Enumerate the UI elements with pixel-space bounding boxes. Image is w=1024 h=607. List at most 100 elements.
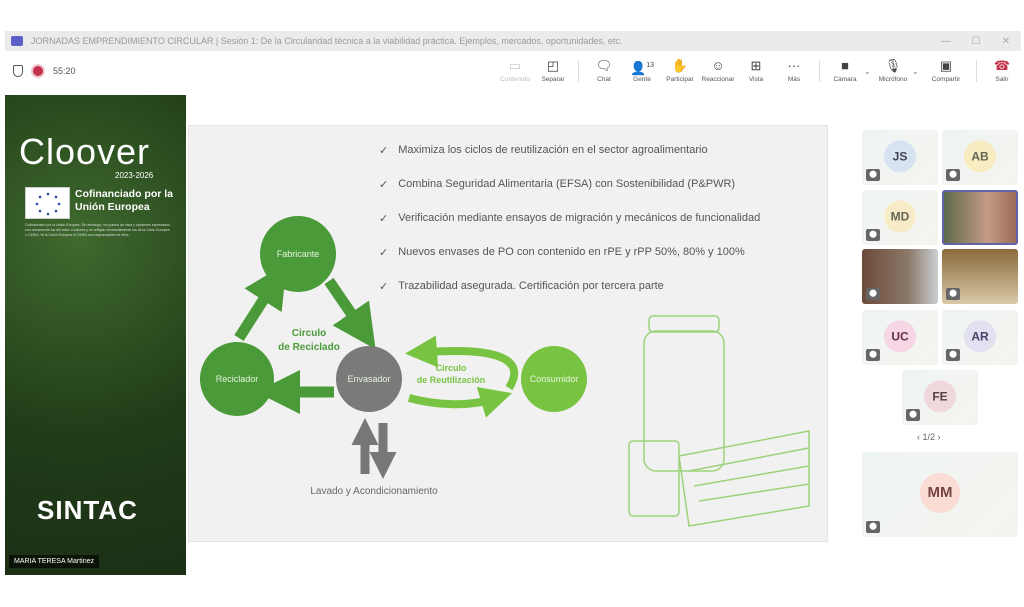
bullet-item: ✓Combina Seguridad Alimentaria (EFSA) co… xyxy=(379,178,760,212)
mic-muted-icon: ⬤ xyxy=(866,169,880,181)
mic-options-chevron-icon[interactable]: ⌄ xyxy=(912,66,919,76)
node-fabricante xyxy=(260,216,336,292)
divider xyxy=(976,60,977,82)
recording-icon xyxy=(33,66,43,76)
participant-tile[interactable]: MD⬤ xyxy=(862,190,938,245)
label-envasador: Envasador xyxy=(347,374,390,384)
checkmark-icon: ✓ xyxy=(379,281,389,293)
maximize-button[interactable]: ☐ xyxy=(971,35,981,47)
mic-muted-icon: ⬤ xyxy=(946,169,960,181)
presenter-name: MARIA TERESA Martinez xyxy=(9,555,100,568)
mic-muted-icon: ⬤ xyxy=(946,349,960,361)
participant-tile[interactable]: UC⬤ xyxy=(862,310,938,365)
circularity-diagram: Fabricante Reciclador Envasador Consumid… xyxy=(200,216,810,527)
more-icon: ··· xyxy=(787,58,801,73)
cloover-logo: Cloover xyxy=(19,131,151,172)
reusable-containers-illustration xyxy=(628,315,810,527)
recycle-loop-label-2: de Reciclado xyxy=(278,342,340,353)
checkmark-icon: ✓ xyxy=(379,213,389,225)
pop-out-icon: ◰ xyxy=(546,58,560,73)
window-title: JORNADAS EMPRENDIMIENTO CIRCULAR | Sesió… xyxy=(31,36,623,46)
gallery-pager: ‹ 1/2 › xyxy=(917,432,941,442)
raise-hand-button[interactable]: ✋Participar xyxy=(666,58,694,84)
slide-brand-panel: Cloover 2023-2026 Cofinanciado por la Un… xyxy=(5,95,186,575)
node-envasador xyxy=(336,346,402,412)
eu-cofunding-text: Cofinanciado por la Unión Europea xyxy=(75,188,174,213)
share-icon: ▣ xyxy=(939,58,953,73)
hang-up-icon: ☎ xyxy=(993,58,1011,73)
mic-muted-icon: ⬤ xyxy=(946,288,960,300)
self-view-tile[interactable]: MM⬤ xyxy=(862,452,1018,537)
mic-muted-icon: ⬤ xyxy=(866,521,880,533)
meeting-timer: 55:20 xyxy=(53,66,76,76)
divider xyxy=(819,60,820,82)
people-count: 13 xyxy=(646,62,654,69)
sintac-logo: SINTAC xyxy=(37,495,138,525)
chat-icon: 🗨 xyxy=(595,58,613,73)
pop-out-button[interactable]: ◰Separar xyxy=(541,58,565,84)
arrow-reuse-back xyxy=(405,335,519,391)
prev-page-icon[interactable]: ‹ xyxy=(917,432,923,442)
participant-video[interactable]: ⬤ xyxy=(942,249,1018,304)
grid-icon: ⊞ xyxy=(750,58,762,73)
checkmark-icon: ✓ xyxy=(379,145,389,157)
label-consumidor: Consumidor xyxy=(530,374,579,384)
slide-content: Fabricante Reciclador Envasador Consumid… xyxy=(188,125,828,542)
raise-hand-icon: ✋ xyxy=(671,58,689,73)
teams-icon xyxy=(11,36,23,46)
people-icon: 👤13 xyxy=(630,60,654,76)
mic-muted-icon: ⬤ xyxy=(866,229,880,241)
checkmark-icon: ✓ xyxy=(379,179,389,191)
bullet-item: ✓Trazabilidad asegurada. Certificación p… xyxy=(379,280,760,314)
reuse-loop-label-1: Circulo xyxy=(435,363,467,373)
mic-off-icon: 🎙 xyxy=(884,58,902,73)
camera-button[interactable]: ■Cámara xyxy=(833,58,857,84)
title-bar: JORNADAS EMPRENDIMIENTO CIRCULAR | Sesió… xyxy=(5,31,1021,51)
arrow-reciclador-to-fabricante xyxy=(234,263,287,341)
arrow-fabricante-to-envasador xyxy=(324,277,376,350)
mic-button[interactable]: 🎙Micrófono xyxy=(878,58,908,84)
recycle-loop-label-1: Circulo xyxy=(292,328,326,339)
disclaimer-text: Cofinanciado por la Unión Europea. Sin e… xyxy=(25,223,170,237)
label-reciclador: Reciclador xyxy=(216,374,259,384)
node-reciclador xyxy=(200,342,274,416)
washing-label: Lavado y Acondicionamiento xyxy=(310,486,438,497)
participant-video-active-speaker[interactable] xyxy=(942,190,1018,245)
close-button[interactable]: ✕ xyxy=(1001,35,1011,47)
reuse-loop-label-2: de Reutilización xyxy=(417,375,486,385)
divider xyxy=(578,60,579,82)
eu-flag-icon xyxy=(25,187,70,219)
minimize-button[interactable]: — xyxy=(941,35,951,47)
participant-video[interactable]: ⬤ xyxy=(862,249,938,304)
leave-button[interactable]: ☎Salir xyxy=(993,58,1011,84)
participant-tile[interactable]: JS⬤ xyxy=(862,130,938,185)
participant-tile[interactable]: AR⬤ xyxy=(942,310,1018,365)
node-consumidor xyxy=(521,346,587,412)
bullet-item: ✓Maximiza los ciclos de reutilización en… xyxy=(379,144,760,178)
mic-muted-icon: ⬤ xyxy=(866,288,880,300)
mic-muted-icon: ⬤ xyxy=(906,409,920,421)
content-button[interactable]: ▭Contenido xyxy=(500,58,530,84)
mic-muted-icon: ⬤ xyxy=(866,349,880,361)
participant-tile[interactable]: FE⬤ xyxy=(902,370,978,425)
shield-icon xyxy=(13,65,23,77)
label-fabricante: Fabricante xyxy=(277,249,320,259)
checkmark-icon: ✓ xyxy=(379,247,389,259)
camera-options-chevron-icon[interactable]: ⌄ xyxy=(864,66,871,76)
view-button[interactable]: ⊞Vista xyxy=(748,58,764,84)
next-page-icon[interactable]: › xyxy=(935,432,941,442)
bullet-item: ✓Verificación mediante ensayos de migrac… xyxy=(379,212,760,246)
arrow-reuse-forward xyxy=(407,386,512,418)
feature-bullet-list: ✓Maximiza los ciclos de reutilización en… xyxy=(379,144,760,314)
react-button[interactable]: ☺Reaccionar xyxy=(701,58,735,84)
more-button[interactable]: ···Más xyxy=(787,58,801,84)
camera-off-icon: ■ xyxy=(841,58,849,73)
emoji-icon: ☺ xyxy=(711,58,725,73)
participant-tile[interactable]: AB⬤ xyxy=(942,130,1018,185)
share-button[interactable]: ▣Compartir xyxy=(931,58,961,84)
chat-button[interactable]: 🗨Chat xyxy=(595,58,613,84)
project-years: 2023-2026 xyxy=(115,171,154,180)
bullet-item: ✓Nuevos envases de PO con contenido en r… xyxy=(379,246,760,280)
